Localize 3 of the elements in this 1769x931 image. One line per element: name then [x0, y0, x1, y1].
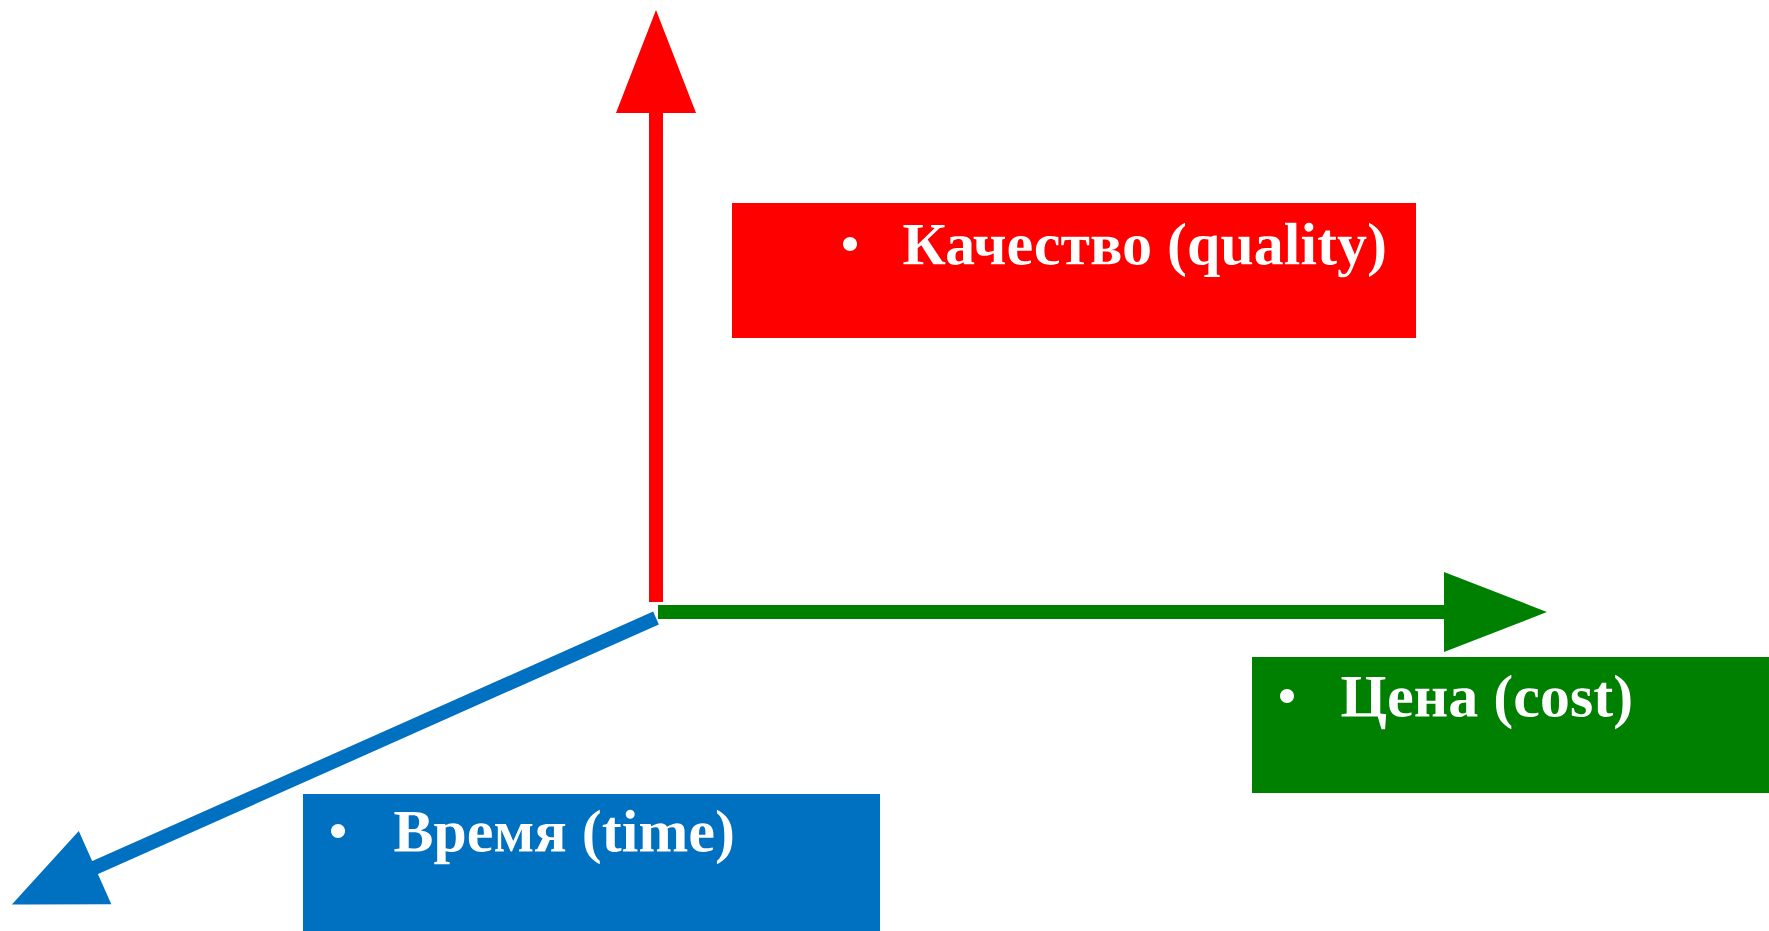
text-box: Качество (quality) — [732, 203, 1416, 338]
text-box: Цена (cost) — [1252, 657, 1769, 793]
text-box: Время (time) — [303, 794, 880, 931]
